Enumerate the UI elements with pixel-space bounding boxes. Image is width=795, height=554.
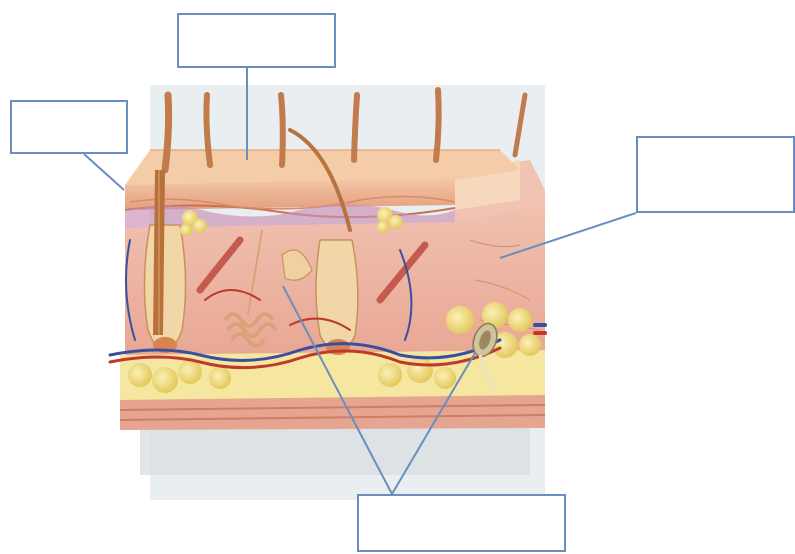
label-box-bottom[interactable]	[357, 494, 566, 552]
label-text-top	[179, 15, 334, 66]
label-text-bottom	[359, 496, 564, 550]
label-text-left	[12, 102, 126, 152]
leader-line-left	[84, 154, 124, 190]
muscle-layer	[120, 395, 545, 430]
label-box-left[interactable]	[10, 100, 128, 154]
label-text-right	[638, 138, 793, 211]
label-box-top[interactable]	[177, 13, 336, 68]
label-box-right[interactable]	[636, 136, 795, 213]
